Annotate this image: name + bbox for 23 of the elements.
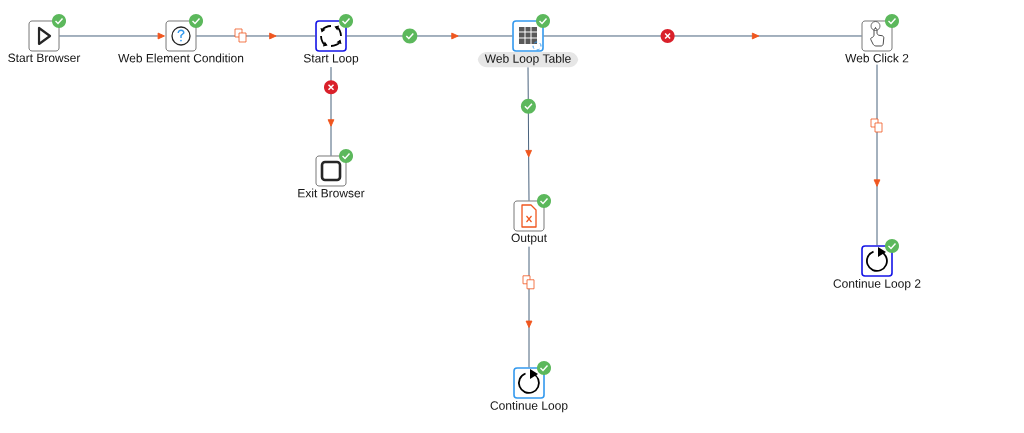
- node-label: Exit Browser: [298, 188, 365, 198]
- step-box: Start Browser: [8, 20, 81, 63]
- node-label: Continue Loop: [490, 401, 568, 413]
- connector: [543, 32, 863, 40]
- connector: [525, 246, 533, 368]
- node-label: Start Loop: [303, 54, 359, 65]
- step-box: Continue Loop: [490, 367, 568, 413]
- node-label: Web Element Condition: [118, 53, 244, 63]
- connector: [195, 32, 316, 40]
- step-box: Web Element Condition: [118, 20, 244, 63]
- connector: [873, 64, 881, 246]
- step-box: Output: [511, 200, 547, 245]
- connector: [346, 32, 513, 40]
- node-label: Continue Loop 2: [833, 279, 921, 291]
- node-label: Start Browser: [8, 53, 81, 63]
- step-box: Continue Loop 2: [833, 245, 921, 291]
- step-box: Web Click 2: [845, 20, 909, 63]
- node-label: Output: [511, 233, 547, 245]
- step-box: Exit Browser: [298, 155, 365, 198]
- connector: [327, 66, 335, 157]
- connector: [525, 66, 532, 202]
- connector: [58, 32, 165, 40]
- node-label: Web Click 2: [845, 53, 909, 63]
